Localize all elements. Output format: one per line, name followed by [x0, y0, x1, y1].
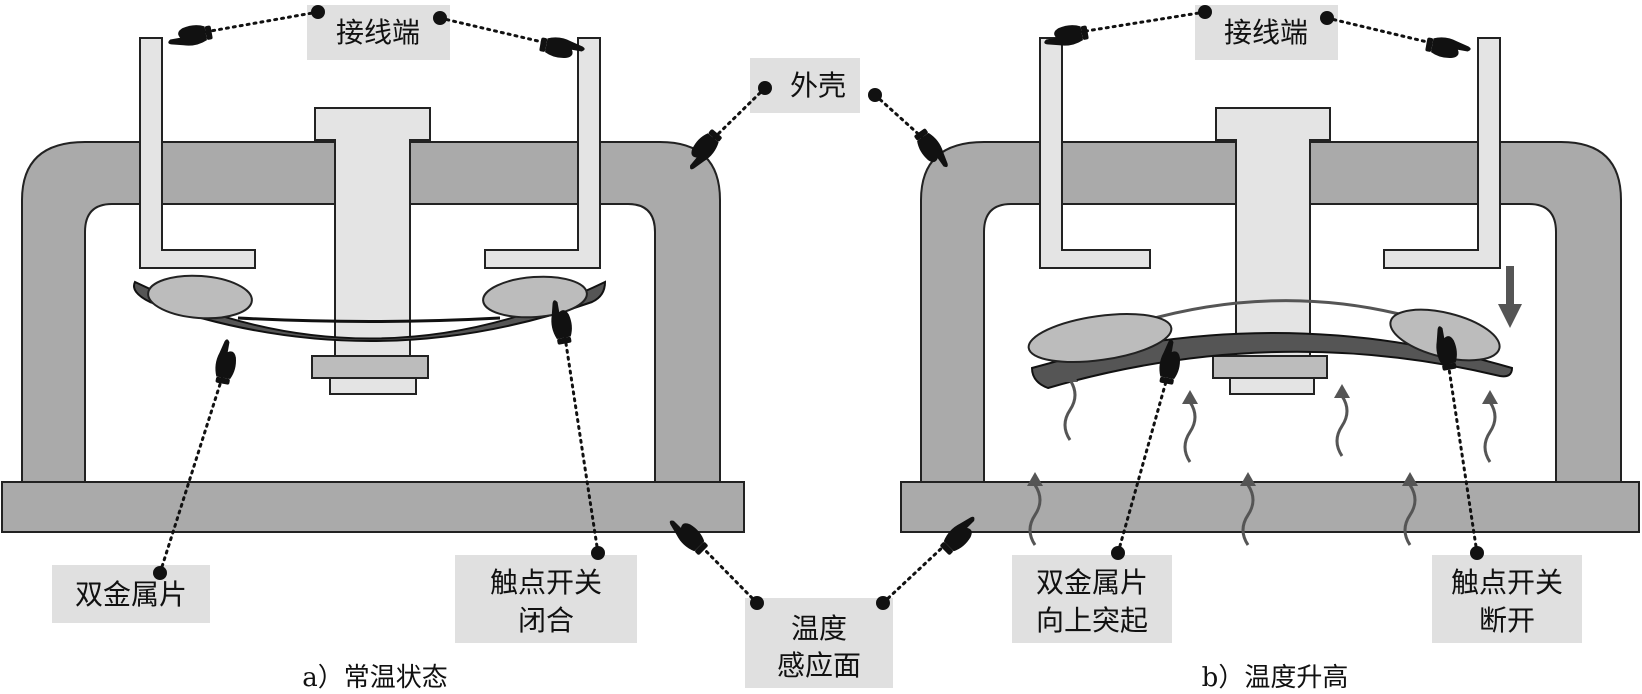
label-contact-closed-line1: 触点开关 — [490, 566, 602, 599]
leader-pins — [153, 5, 1484, 610]
label-contact-open-line2: 断开 — [1479, 604, 1535, 637]
heat-wave-icon — [1240, 472, 1256, 546]
contact-left-b — [1027, 313, 1173, 363]
bridge-wire-a — [237, 316, 501, 323]
shell-right — [920, 141, 1622, 483]
label-terminal-left: 接线端 — [336, 16, 420, 49]
heat-wave-icon — [1402, 472, 1418, 546]
shell-left — [21, 141, 721, 483]
label-bimetal-up-line1: 双金属片 — [1036, 566, 1148, 599]
heat-wave-icon — [1482, 390, 1498, 463]
pointing-hand-icon — [166, 22, 214, 50]
pointing-hand-icon — [212, 338, 240, 386]
label-box-sensing — [745, 598, 893, 688]
label-box-bimetal-up — [1012, 555, 1172, 643]
post-nut-b — [1212, 355, 1328, 379]
bridge-wire-b — [1129, 299, 1416, 327]
label-contact-closed-line2: 闭合 — [518, 604, 574, 637]
post-tail-a — [329, 377, 417, 395]
heat-wave-icon — [1182, 390, 1198, 463]
post-nut-a — [311, 355, 429, 379]
label-terminal-right: 接线端 — [1224, 16, 1308, 49]
heat-waves — [1027, 368, 1498, 546]
label-box-terminal-left — [307, 5, 450, 60]
base-plate-right — [900, 481, 1640, 533]
down-arrow-icon — [1498, 266, 1522, 328]
label-box-terminal-right — [1195, 5, 1338, 60]
label-shell: 外壳 — [790, 69, 846, 102]
label-box-contact-open — [1432, 555, 1582, 643]
heat-wave-icon — [1334, 384, 1350, 457]
base-plate-left — [1, 481, 745, 533]
label-bimetal-up-line2: 向上突起 — [1036, 604, 1148, 637]
post-tail-b — [1229, 377, 1315, 395]
caption-left: a）常温状态 — [302, 663, 448, 693]
heat-wave-icon — [1027, 472, 1043, 546]
terminal-left-a — [139, 37, 256, 269]
device-normal-temp — [1, 37, 745, 533]
pointing-hand-icon — [1424, 34, 1472, 62]
label-box-bimetal-left — [52, 565, 210, 623]
leader-lines — [158, 10, 1479, 605]
contact-right-a — [482, 275, 588, 319]
contact-left-a — [147, 274, 253, 320]
caption-right: b）温度升高 — [1202, 663, 1349, 693]
terminal-right-a — [484, 37, 601, 269]
terminal-right-b — [1383, 37, 1501, 269]
label-sensing-line1: 温度 — [791, 612, 847, 645]
heat-wave-icon — [1062, 368, 1078, 441]
device-high-temp — [900, 37, 1640, 546]
label-bimetal-left: 双金属片 — [75, 578, 187, 611]
label-box-contact-closed — [455, 555, 637, 643]
label-sensing-line2: 感应面 — [777, 649, 861, 682]
label-contact-open-line1: 触点开关 — [1451, 566, 1563, 599]
